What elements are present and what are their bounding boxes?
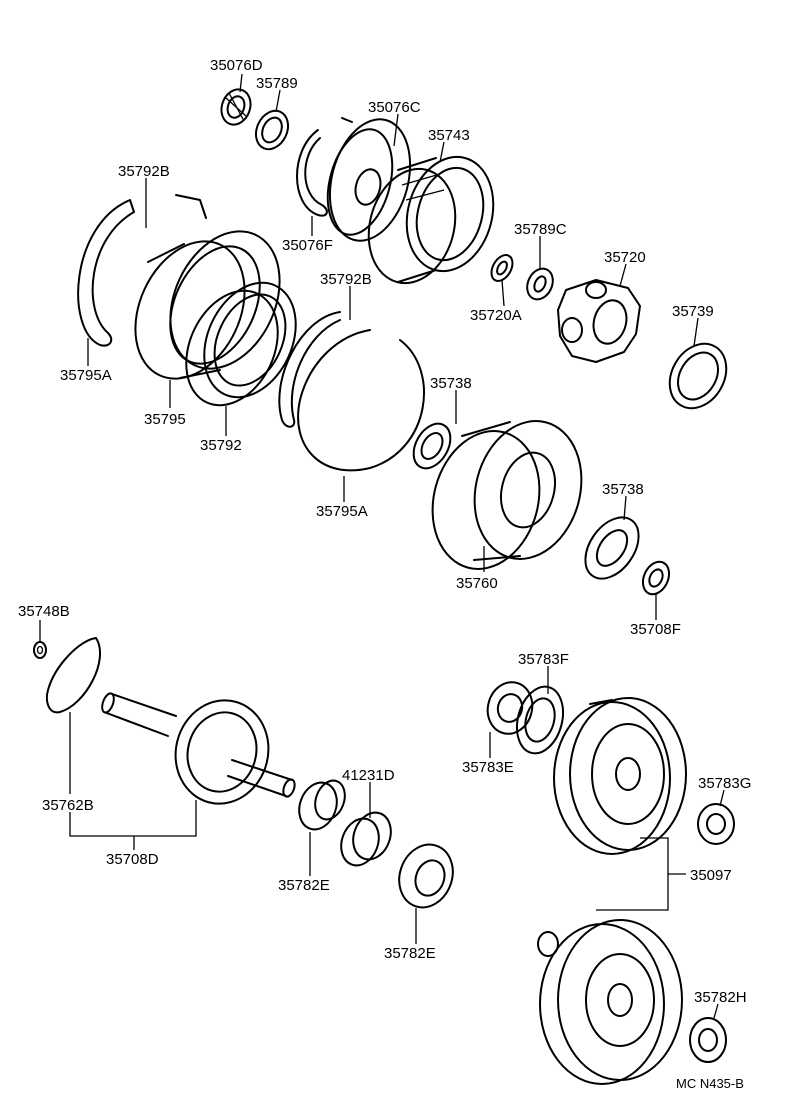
label-35708d: 35708D [106,851,159,868]
label-35720: 35720 [604,249,646,266]
drum-35760 [431,420,583,570]
gear-35097-top [553,697,687,855]
label-35789: 35789 [256,75,298,92]
diagram-code: MC N435-B [676,1076,744,1091]
label-35792b-top: 35792B [118,163,170,180]
bearing-35076d [220,88,252,126]
label-35783f: 35783F [518,651,569,668]
label-35738-right: 35738 [602,481,644,498]
nut-35783g [697,803,735,845]
label-35795: 35795 [144,411,186,428]
label-35076c: 35076C [368,99,421,116]
label-35720a: 35720A [470,307,522,324]
label-35762b: 35762B [42,797,94,814]
label-35739: 35739 [672,303,714,320]
gear-35097-bottom [537,919,683,1085]
carrier-35720 [557,279,641,363]
snap-ring-35792b-top [175,194,207,219]
label-35760: 35760 [456,575,498,592]
label-35097: 35097 [690,867,732,884]
label-35789c: 35789C [514,221,567,238]
ring-gear-35743 [367,155,495,285]
label-35795a-bottom: 35795A [316,503,368,520]
label-35708f: 35708F [630,621,681,638]
washer-35789 [254,109,290,151]
label-35792: 35792 [200,437,242,454]
snap-ring-35795a-left [77,199,135,347]
washer-35708f [641,560,671,596]
washer-35789c [526,267,554,301]
bearing-35783f [515,685,565,755]
snap-ring-35795a-bottom [297,329,425,472]
bearing-35783e [486,681,534,735]
clip-35748b [33,641,47,659]
label-35783e: 35783E [462,759,514,776]
label-35782e-b: 35782E [384,945,436,962]
plate-35076c [326,117,412,242]
label-35783g: 35783G [698,775,751,792]
label-35076f: 35076F [282,237,333,254]
label-35792b-mid: 35792B [320,271,372,288]
washer-35738-top [412,422,452,470]
clutch-hub-35792 [185,281,297,407]
label-35743: 35743 [428,127,470,144]
label-35782e-a: 35782E [278,877,330,894]
leader-lines [39,73,725,1019]
label-35076d: 35076D [210,57,263,74]
bearing-cup-41231d [340,811,392,867]
clutch-drum-35795 [134,230,281,380]
nut-35782h [689,1017,727,1063]
thrust-bearing-35738 [584,516,640,580]
bearing-35720a [490,254,514,282]
label-35782h: 35782H [694,989,747,1006]
snap-ring-35762b [45,637,102,714]
snap-ring-35792b-mid [278,311,341,428]
part-labels: 35076D 35789 35076C 35743 35792B 35076F … [18,57,751,1091]
label-35795a-left: 35795A [60,367,112,384]
ring-35739 [668,342,728,410]
bearing-cone-35782e-b [398,843,454,909]
label-35748b: 35748B [18,603,70,620]
label-41231d: 41231D [342,767,395,784]
label-35738-top: 35738 [430,375,472,392]
shaft-35708d [101,692,296,805]
snap-ring-35076f [296,129,328,217]
bearing-cone-35782e-a [298,779,346,831]
